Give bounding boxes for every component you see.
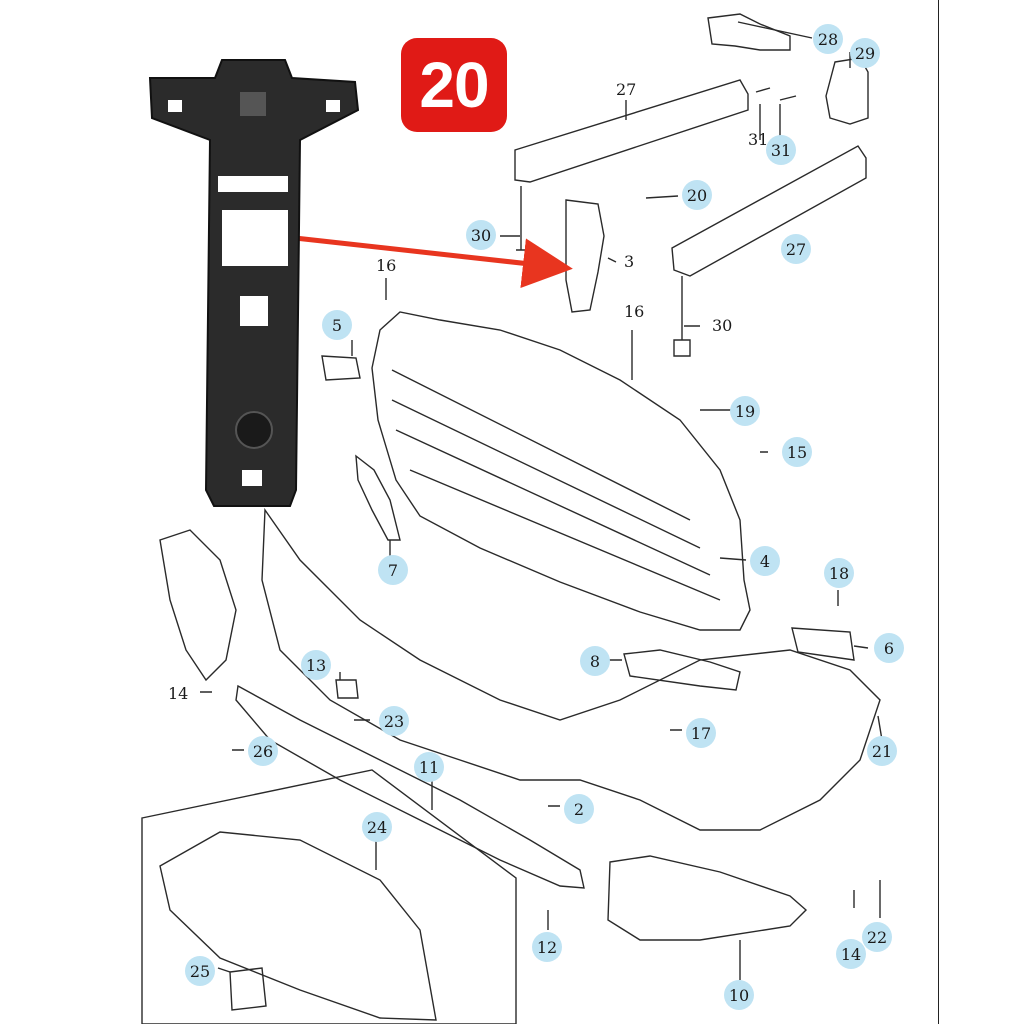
part-6-clip: [791, 627, 855, 661]
part-3-bracket: [565, 199, 605, 313]
callout-13: 13: [301, 650, 331, 680]
part-5-clip: [321, 355, 361, 381]
callout-7: 7: [378, 555, 408, 585]
callout-20: 20: [682, 180, 712, 210]
callout-3-plain: 3: [624, 252, 635, 271]
callout-17: 17: [686, 718, 716, 748]
part-10-lower-lip: [607, 855, 808, 941]
callout-29: 29: [850, 38, 880, 68]
callout-22: 22: [862, 922, 892, 952]
callout-14: 14: [836, 939, 866, 969]
part-27-lower-rail: [671, 145, 867, 277]
callout-16b-plain: 16: [624, 302, 645, 321]
callout-5: 5: [322, 310, 352, 340]
callout-14-plain: 14: [168, 684, 189, 703]
bumper-bracket-photo-shape: [148, 59, 360, 507]
callout-10: 10: [724, 980, 754, 1010]
callout-24: 24: [362, 812, 392, 842]
callout-26: 26: [248, 736, 278, 766]
red-pointer-arrow: [294, 235, 573, 289]
part-25-emblem: [229, 967, 267, 1011]
item-number-badge: 20: [401, 38, 507, 132]
callout-12: 12: [532, 932, 562, 962]
page-edge-line: [938, 0, 939, 1024]
part-7-bracket: [355, 454, 401, 541]
callout-27: 27: [781, 234, 811, 264]
callout-31-plain: 31: [748, 130, 769, 149]
part-28-bracket: [707, 13, 791, 51]
callout-21: 21: [867, 736, 897, 766]
callout-19: 19: [730, 396, 760, 426]
callout-16-plain: 16: [376, 256, 397, 275]
part-27-upper-rail: [514, 79, 749, 183]
part-30-lower-bolt: [673, 276, 691, 357]
callout-23: 23: [379, 706, 409, 736]
part-24-grille-box: [141, 769, 517, 1025]
callout-28: 28: [813, 24, 843, 54]
callout-15: 15: [782, 437, 812, 467]
part-13-clip: [335, 679, 359, 699]
callout-8: 8: [580, 646, 610, 676]
callout-2: 2: [564, 794, 594, 824]
callout-18: 18: [824, 558, 854, 588]
part-20-screw: [645, 195, 679, 199]
part-8-bracket: [623, 649, 741, 691]
part-4-grille-frame: [371, 311, 751, 631]
callout-4: 4: [750, 546, 780, 576]
callout-6: 6: [874, 633, 904, 663]
callout-27-plain: 27: [616, 80, 637, 99]
part-11-reinforcement: [235, 684, 585, 889]
callout-25: 25: [185, 956, 215, 986]
item-number: 20: [419, 49, 489, 121]
part-31-screws: [755, 87, 797, 101]
part-2-bumper-cover: [261, 507, 881, 831]
part-29-bracket: [825, 57, 869, 125]
part-left-side-bracket: [159, 529, 237, 682]
part-30-upper-bolt: [516, 186, 526, 251]
callout-11: 11: [414, 752, 444, 782]
callout-30-upper: 30: [466, 220, 496, 250]
callout-31: 31: [766, 135, 796, 165]
callout-30b-plain: 30: [712, 316, 733, 335]
part-24-lower-grille: [159, 831, 437, 1021]
